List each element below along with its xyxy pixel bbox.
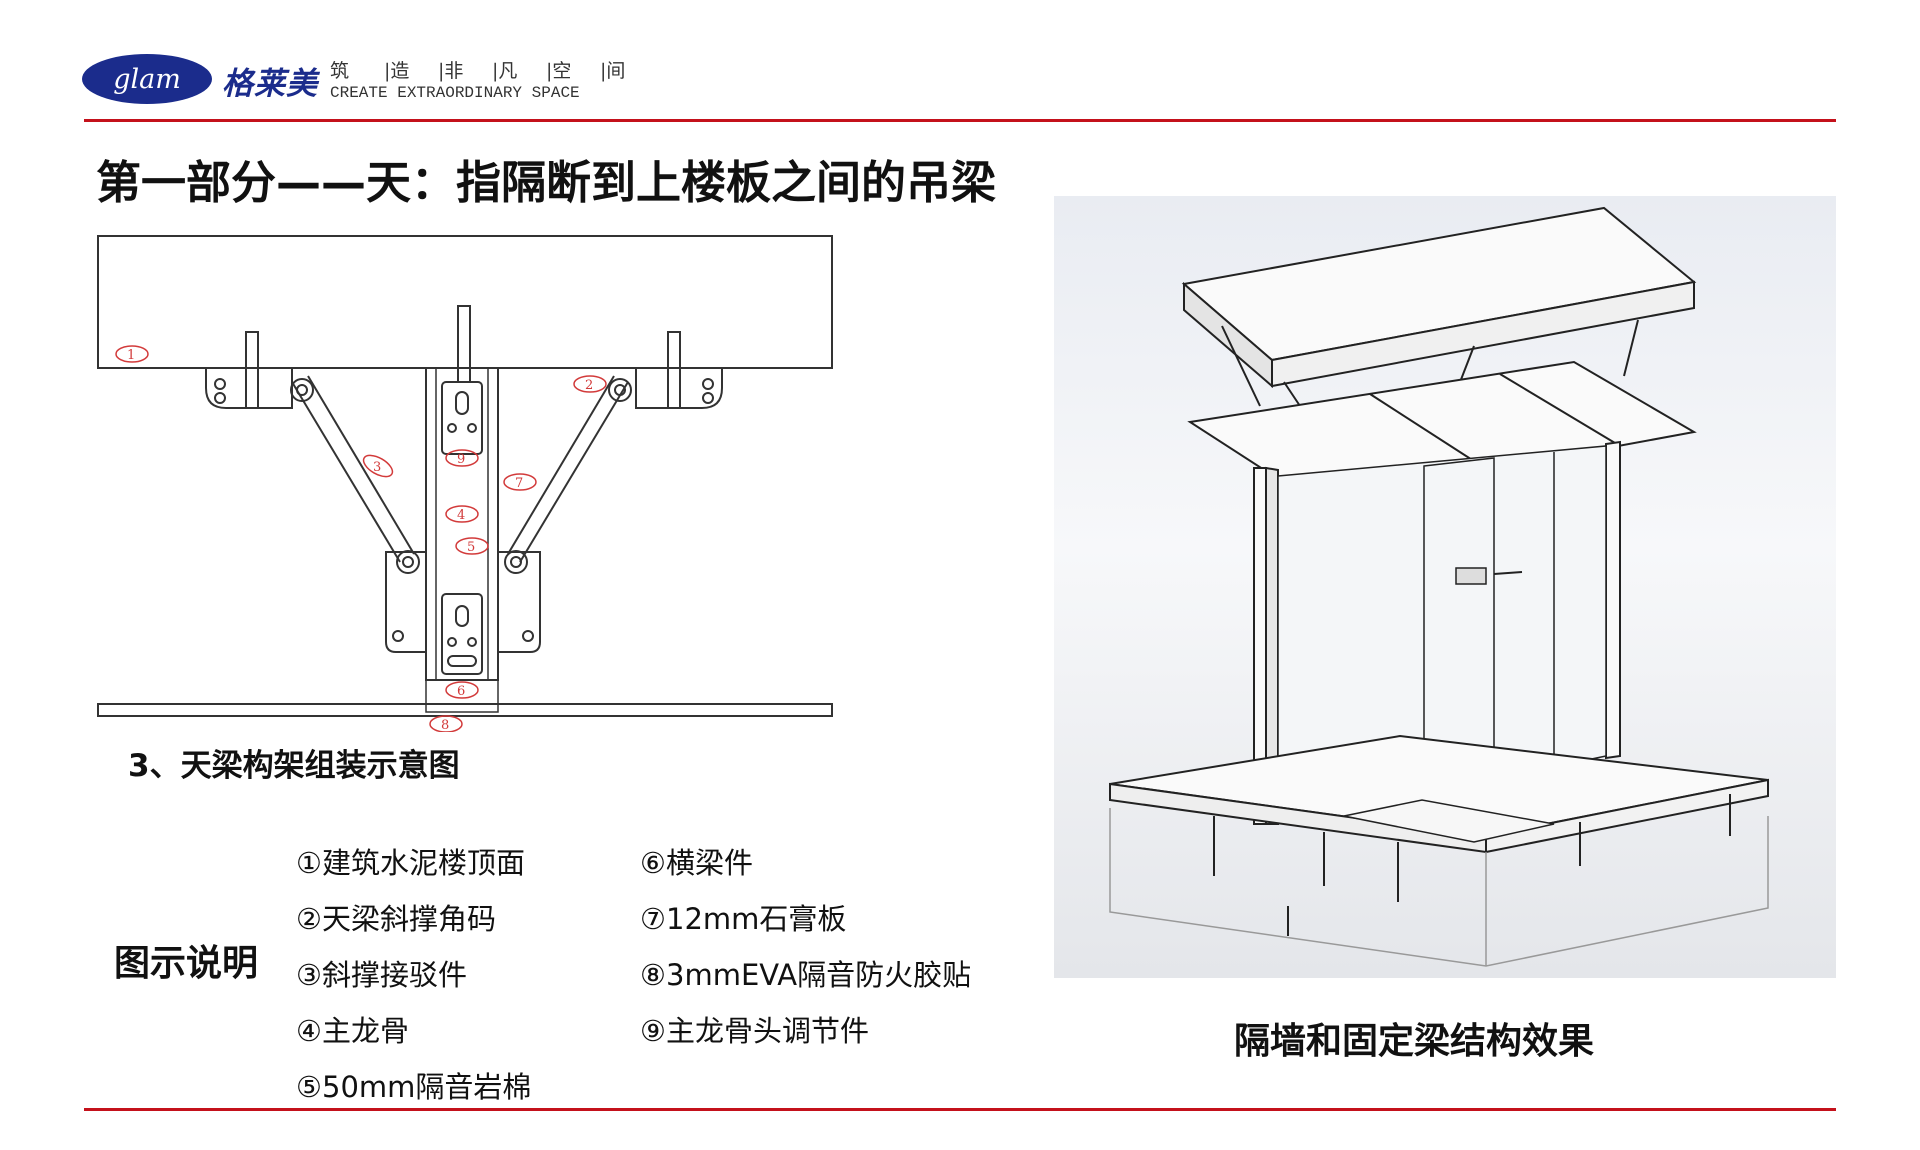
crossbeam [97,703,833,717]
keel-adjuster-bottom [441,593,483,675]
slogan-en: CREATE EXTRAORDINARY SPACE [330,84,580,102]
callout-4: 4 [457,508,465,523]
legend-item: ⑧3mmEVA隔音防火胶贴 [640,958,972,992]
legend-item: ⑥横梁件 [640,846,753,880]
partition-render [1054,196,1836,978]
callout-8: 8 [441,718,449,732]
slogan-cn: 筑 |造 |非 |凡 |空 |间 [330,56,654,83]
legend-item: ①建筑水泥楼顶面 [296,846,525,880]
brace-bracket-left [205,367,293,409]
header-divider [84,119,1836,122]
legend-item: ②天梁斜撑角码 [296,902,496,936]
concrete-slab [97,235,833,369]
brand-name-cn: 格莱美 [222,66,318,102]
glass-wall [1277,445,1607,825]
page-title: 第一部分——天：指隔断到上楼板之间的吊梁 [96,156,997,209]
brace-joint-left [385,551,427,653]
footer-divider [84,1108,1836,1111]
brace-joint-right [497,551,541,653]
legend-item: ⑨主龙骨头调节件 [640,1014,869,1048]
legend-heading: 图示说明 [114,943,259,984]
brace-bracket-right [635,367,723,409]
legend-item: ④主龙骨 [296,1014,409,1048]
door-lock [1455,567,1487,585]
slogan-char: |间 [600,60,626,82]
brand-logo: glam [82,54,212,104]
door-handle [1493,571,1523,575]
diagonal-brace-left [290,375,420,574]
legend-item: ③斜撑接驳件 [296,958,467,992]
logo-text: glam [113,63,181,95]
legend-item: ⑤50mm隔音岩棉 [296,1070,532,1104]
anchor-bolt-right [667,331,681,409]
callout-7: 7 [515,476,523,491]
anchor-bolt-left [245,331,259,409]
slogan-char: |空 [546,60,572,82]
diagonal-brace-right [504,375,632,574]
callout-1: 1 [127,348,135,363]
slogan-char: |非 [438,60,464,82]
legend-item: ⑦12mm石膏板 [640,902,847,936]
post-right-back [1605,440,1621,760]
slogan-char: |造 [384,60,410,82]
anchor-bolt-center [457,305,471,383]
beam-assembly-diagram: 1 2 3 9 7 4 5 6 8 [97,235,833,732]
callout-5: 5 [467,540,475,555]
callout-2: 2 [585,378,593,393]
diagram-caption: 3、天梁构架组装示意图 [128,748,460,784]
callout-6: 6 [457,684,465,699]
callout-9: 9 [457,452,465,467]
callout-3: 3 [373,460,381,475]
slogan-char: 筑 [330,60,350,82]
render-caption: 隔墙和固定梁结构效果 [1234,1021,1595,1062]
slogan-char: |凡 [492,60,518,82]
